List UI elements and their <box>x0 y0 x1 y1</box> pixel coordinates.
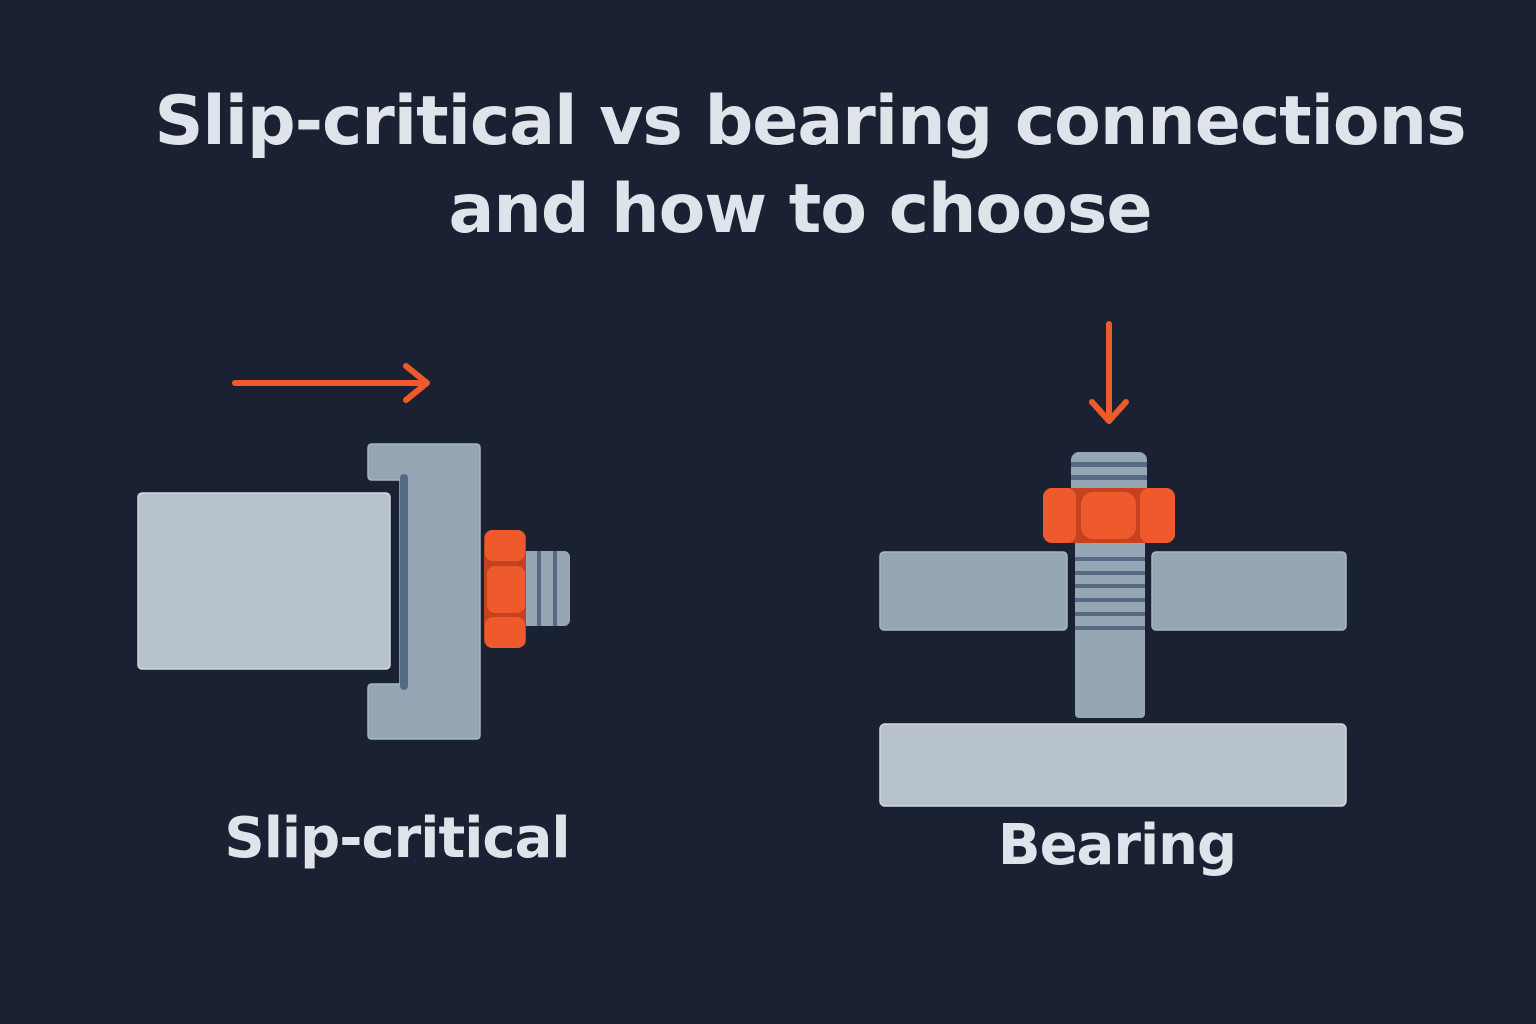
title-line-1: Slip-critical vs bearing connections <box>154 82 1466 161</box>
plate <box>137 492 391 670</box>
bolt-shank <box>1071 452 1147 718</box>
slot <box>400 474 408 690</box>
hex-nut <box>484 530 526 648</box>
title-line-2: and how to choose <box>448 170 1153 249</box>
channel-member <box>367 443 481 740</box>
bolt-stub <box>520 551 570 626</box>
hex-nut <box>1043 488 1175 543</box>
slip-critical-diagram <box>137 363 570 740</box>
plate-right <box>1151 551 1347 631</box>
plate-left <box>879 551 1068 631</box>
bearing-label: Bearing <box>997 813 1237 878</box>
bearing-diagram <box>879 321 1347 807</box>
force-arrow-horizontal <box>232 363 430 403</box>
slip-critical-label: Slip-critical <box>224 806 570 871</box>
force-arrow-vertical <box>1089 321 1129 424</box>
base-plate <box>879 723 1347 807</box>
